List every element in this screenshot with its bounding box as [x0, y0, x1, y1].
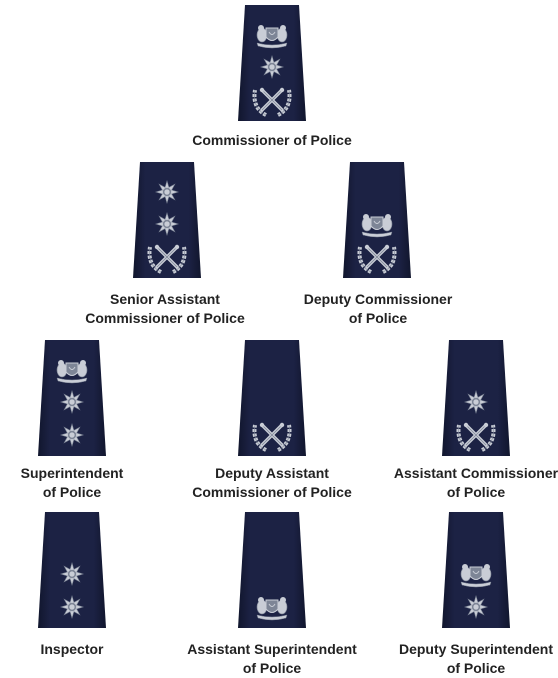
rank-caption-line: of Police [348, 310, 408, 326]
crossed-batons-wreath-icon [252, 87, 292, 117]
pip-star-icon [59, 561, 85, 587]
rank-caption-line: of Police [42, 484, 102, 500]
shoulder-board-assistant-commissioner [442, 340, 510, 456]
shoulder-board-deputy-commissioner [343, 162, 411, 278]
rank-caption: Deputy Superintendent of Police [376, 640, 558, 678]
shoulder-board-commissioner [238, 5, 306, 121]
rank-caption-line: Commissioner of Police [192, 132, 352, 148]
shoulder-board-graphic [238, 5, 306, 121]
rank-caption-line: Deputy Superintendent [398, 641, 553, 657]
shoulder-board-deputy-assistant-commissioner [238, 340, 306, 456]
pip-star-icon [463, 594, 489, 620]
shoulder-board-body [238, 340, 306, 456]
rank-caption-line: Superintendent [20, 465, 124, 481]
rank-caption: Deputy Commissioner of Police [278, 290, 478, 328]
shoulder-board-inspector [38, 512, 106, 628]
pip-star-icon [59, 422, 85, 448]
rank-caption-line: Commissioner of Police [192, 484, 352, 500]
rank-caption: Senior Assistant Commissioner of Police [65, 290, 265, 328]
shoulder-board-graphic [238, 340, 306, 456]
crossed-batons-wreath-icon [456, 422, 496, 452]
pip-star-icon [59, 594, 85, 620]
shoulder-board-assistant-superintendent [238, 512, 306, 628]
pip-star-icon [154, 211, 180, 237]
rank-caption-line: Assistant Commissioner [393, 465, 558, 481]
rank-caption: Superintendent of Police [0, 464, 172, 502]
shoulder-board-body [238, 512, 306, 628]
rank-caption: Inspector [0, 640, 172, 659]
rank-caption: Assistant Superintendent of Police [172, 640, 372, 678]
pip-star-icon [154, 179, 180, 205]
shoulder-board-graphic [442, 340, 510, 456]
rank-caption: Commissioner of Police [172, 131, 372, 150]
rank-caption-line: Deputy Commissioner [303, 291, 453, 307]
shoulder-board-senior-assistant-commissioner [133, 162, 201, 278]
rank-caption-line: of Police [242, 660, 302, 676]
rank-caption: Deputy Assistant Commissioner of Police [172, 464, 372, 502]
crossed-batons-wreath-icon [252, 422, 292, 452]
crossed-batons-wreath-icon [147, 244, 187, 274]
shoulder-board-graphic [38, 512, 106, 628]
rank-caption-line: Commissioner of Police [85, 310, 245, 326]
rank-caption-line: Senior Assistant [110, 291, 220, 307]
rank-caption-line: Inspector [40, 641, 104, 657]
coat-of-arms-icon [56, 360, 88, 384]
shoulder-board-graphic [238, 512, 306, 628]
pip-star-icon [59, 389, 85, 415]
coat-of-arms-icon [460, 564, 492, 588]
shoulder-board-superintendent [38, 340, 106, 456]
crossed-batons-wreath-icon [357, 244, 397, 274]
shoulder-board-graphic [38, 340, 106, 456]
shoulder-board-deputy-superintendent [442, 512, 510, 628]
rank-caption-line: Assistant Superintendent [187, 641, 357, 657]
coat-of-arms-icon [361, 214, 393, 238]
shoulder-board-graphic [442, 512, 510, 628]
rank-caption: Assistant Commissioner of Police [376, 464, 558, 502]
rank-caption-line: of Police [446, 484, 506, 500]
shoulder-board-graphic [133, 162, 201, 278]
pip-star-icon [463, 389, 489, 415]
coat-of-arms-icon [256, 25, 288, 49]
rank-caption-line: Deputy Assistant [215, 465, 329, 481]
rank-caption-line: of Police [446, 660, 506, 676]
shoulder-board-graphic [343, 162, 411, 278]
coat-of-arms-icon [256, 597, 288, 621]
pip-star-icon [259, 54, 285, 80]
